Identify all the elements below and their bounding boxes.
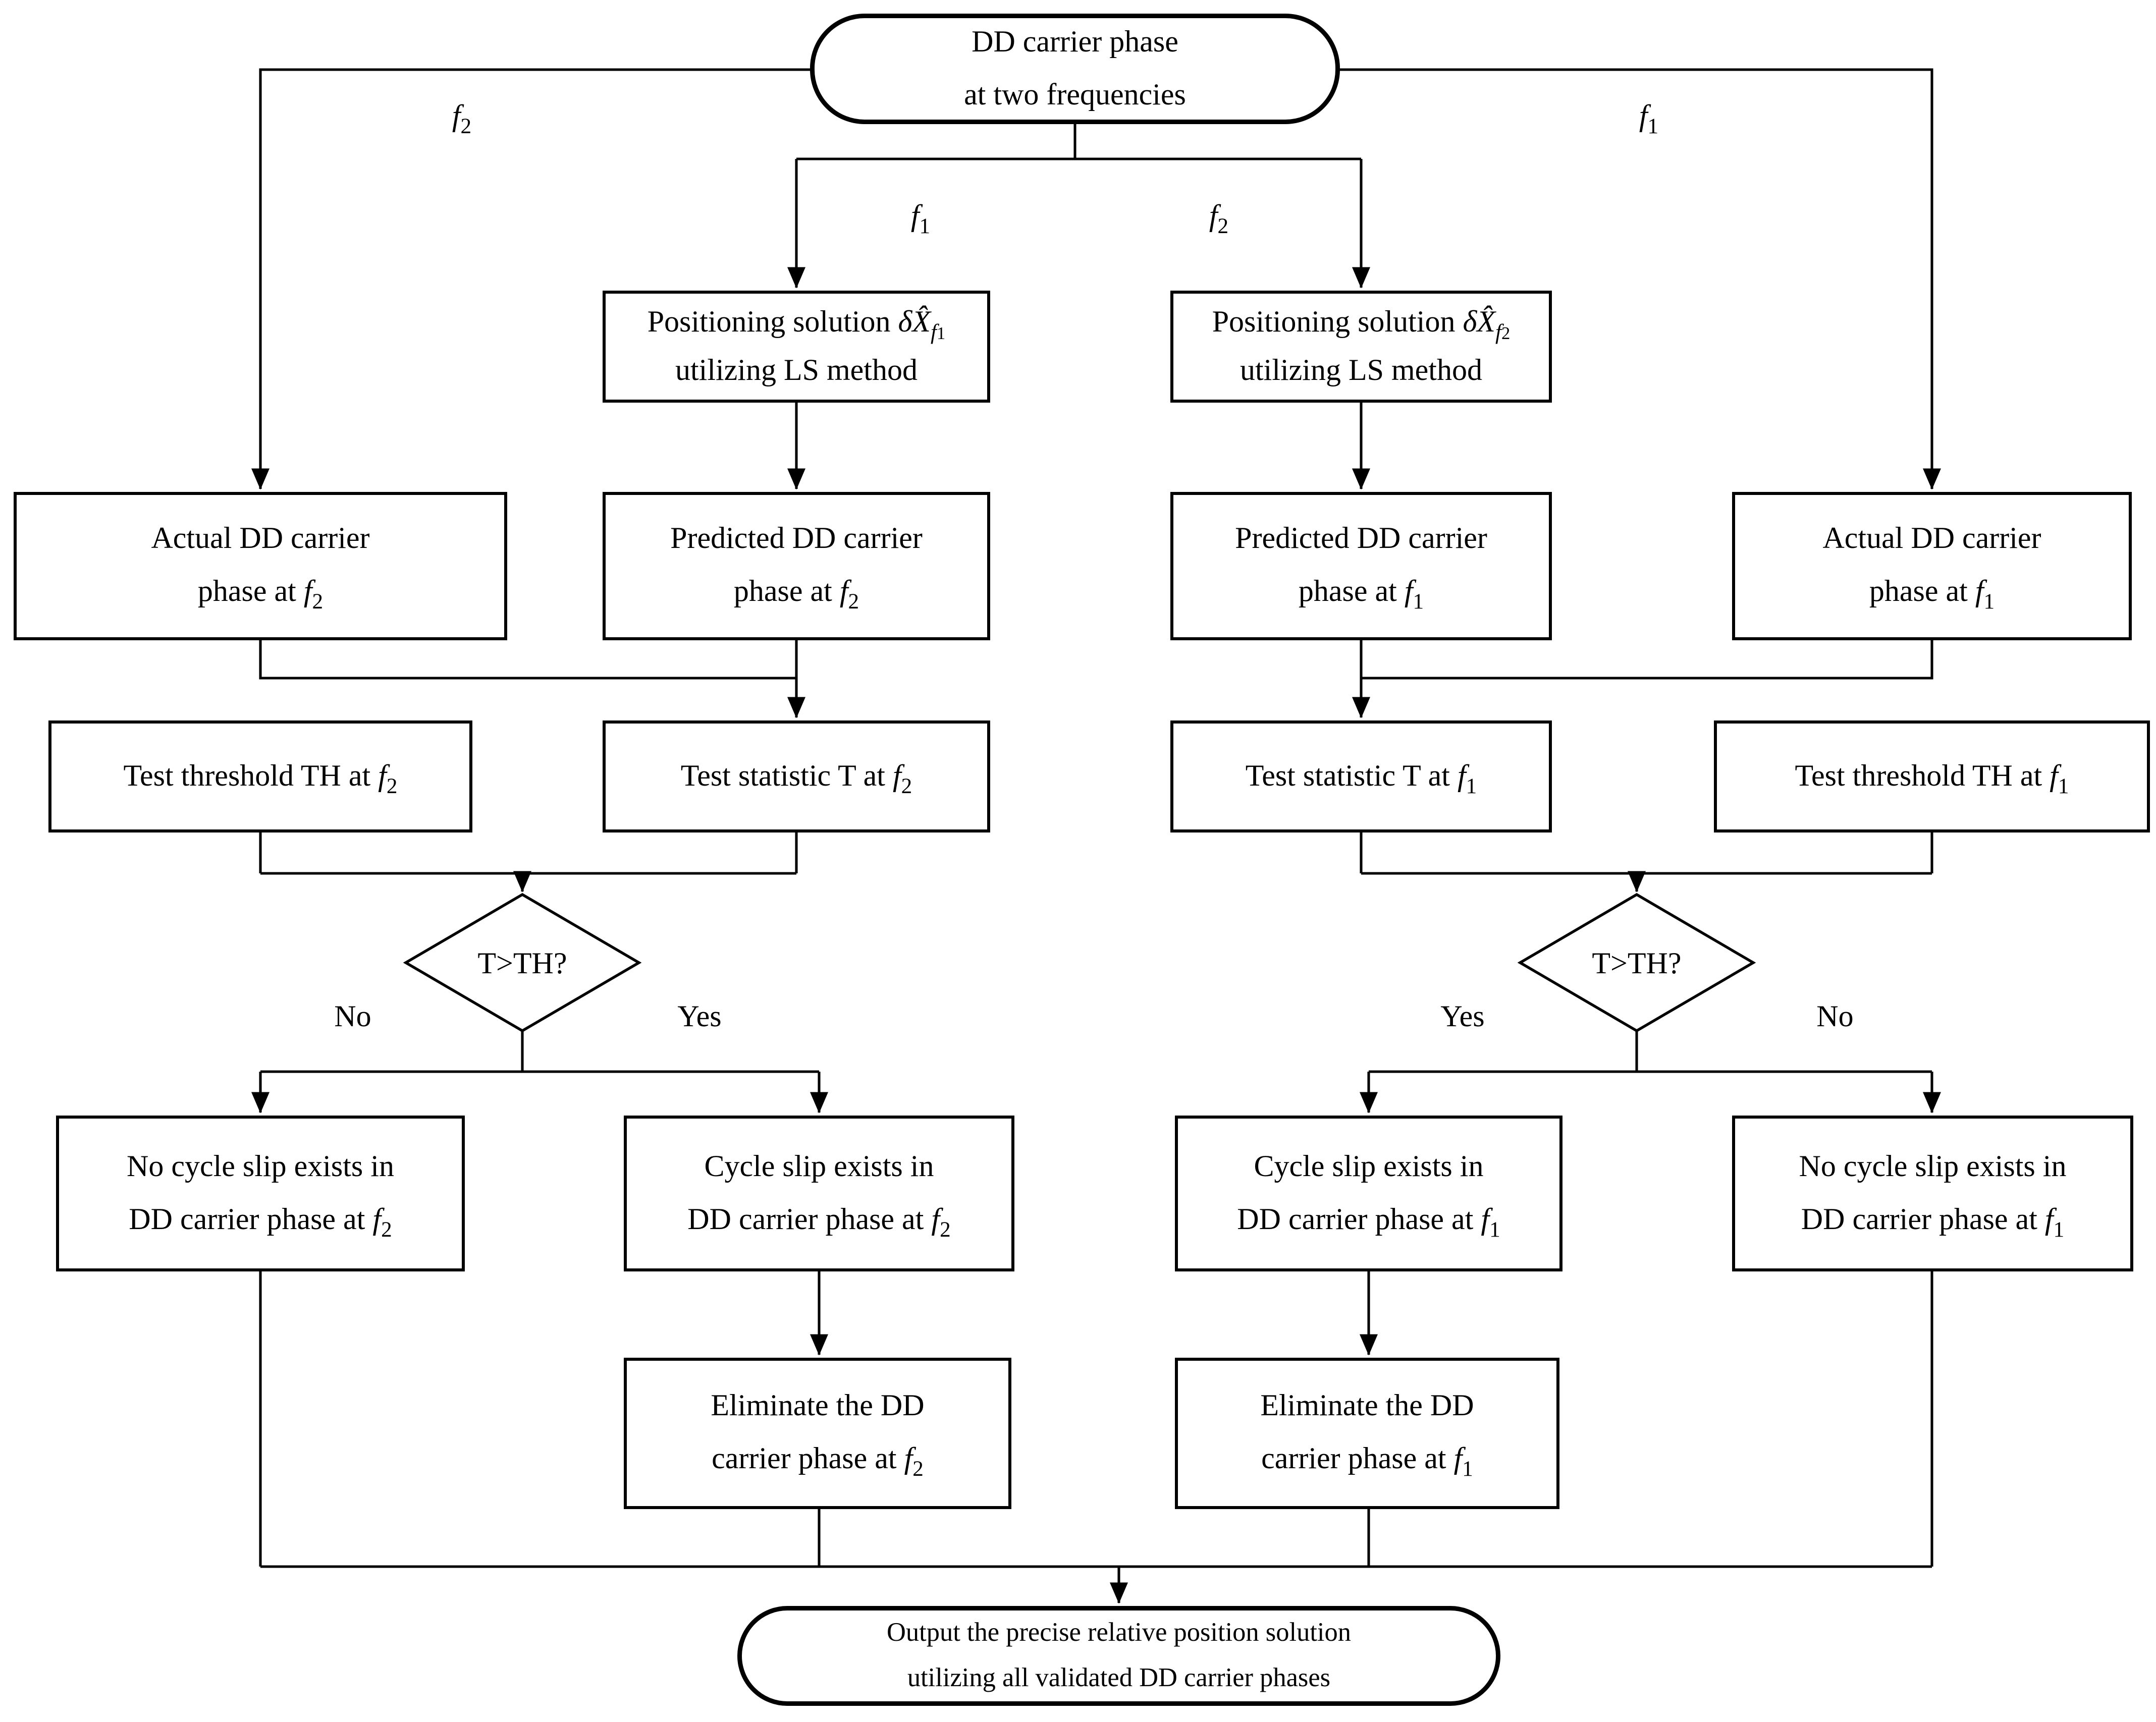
connector (1340, 68, 1941, 490)
actual-f2-node: Actual DD carrier phase at f2 (14, 492, 507, 640)
branch-label-yes-left: Yes (677, 1001, 722, 1034)
eliminate-f2-node: Eliminate the DD carrier phase at f2 (624, 1358, 1011, 1509)
branch-label-yes-right: Yes (1440, 1001, 1485, 1034)
connector (251, 68, 810, 490)
delta-x-hat-f1-formula: δX̂f1 (898, 306, 946, 345)
branch-label-no-right: No (1816, 1001, 1854, 1034)
output-node: Output the precise relative position sol… (737, 1606, 1500, 1706)
positioning-f1-node: Positioning solution δX̂f1 utilizing LS … (603, 291, 990, 403)
connector (1361, 640, 1933, 680)
test-statistic-f1-node: Test statistic T at f1 (1170, 720, 1552, 832)
eliminate-f1-node: Eliminate the DD carrier phase at f1 (1175, 1358, 1559, 1509)
decision-left-label: T>TH? (477, 948, 567, 981)
delta-x-hat-f2-formula: δX̂f2 (1463, 306, 1511, 345)
edge-label-f2-top-left: f2 (452, 100, 472, 139)
no-cycle-slip-f1-node: No cycle slip exists in DD carrier phase… (1732, 1116, 2133, 1271)
actual-f1-node: Actual DD carrier phase at f1 (1732, 492, 2132, 640)
decision-right-diamond (1517, 893, 1756, 1033)
edge-label-f1-mid: f1 (910, 200, 931, 239)
edge-label-f2-mid: f2 (1209, 200, 1229, 239)
test-statistic-f2-node: Test statistic T at f2 (603, 720, 990, 832)
cycle-slip-f2-node: Cycle slip exists in DD carrier phase at… (624, 1116, 1014, 1271)
start-node: DD carrier phase at two frequencies (810, 14, 1340, 124)
cycle-slip-f1-node: Cycle slip exists in DD carrier phase at… (1175, 1116, 1562, 1271)
branch-label-no-left: No (334, 1001, 371, 1034)
edge-label-f1-top-right: f1 (1639, 100, 1659, 139)
test-threshold-f2-node: Test threshold TH at f2 (48, 720, 472, 832)
decision-right-label: T>TH? (1592, 948, 1682, 981)
predicted-f2-node: Predicted DD carrier phase at f2 (603, 492, 990, 640)
decision-left-diamond (403, 893, 642, 1033)
positioning-f2-node: Positioning solution δX̂f2 utilizing LS … (1170, 291, 1552, 403)
no-cycle-slip-f2-node: No cycle slip exists in DD carrier phase… (56, 1116, 465, 1271)
connector (259, 640, 796, 680)
predicted-f1-node: Predicted DD carrier phase at f1 (1170, 492, 1552, 640)
test-threshold-f1-node: Test threshold TH at f1 (1714, 720, 2150, 832)
